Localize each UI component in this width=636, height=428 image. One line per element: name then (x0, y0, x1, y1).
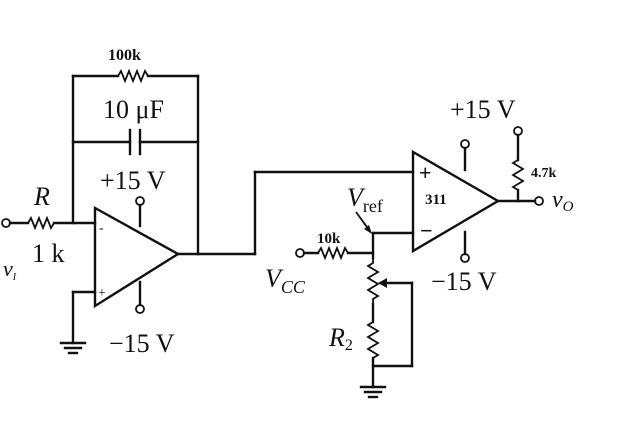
series-resistor-10k (317, 245, 349, 261)
opamp1-pos-supply-terminal (135, 196, 145, 206)
comparator-neg-supply-label: −15 V (431, 267, 497, 296)
resistor-r2 (366, 321, 380, 359)
comparator-name-label: 311 (425, 192, 447, 208)
feedback-capacitor-label: 10 μF (103, 95, 164, 124)
feedback-resistor (117, 68, 149, 84)
input-resistor-name: R (33, 182, 50, 211)
vref-pointer-head (364, 225, 372, 234)
output-terminal (534, 196, 544, 206)
comparator-neg-supply-terminal (460, 253, 470, 263)
opamp1-minus-label: - (99, 221, 104, 236)
pullup-resistor (511, 159, 525, 191)
r2-label: R2 (328, 323, 353, 354)
potentiometer (366, 258, 380, 304)
input-voltage-label: vI (3, 256, 17, 283)
comparator-pos-supply-label: +15 V (450, 95, 516, 124)
opamp1-neg-supply-terminal (135, 304, 145, 314)
comparator-triangle (411, 149, 501, 254)
input-resistor (27, 215, 55, 231)
opamp1-neg-supply-label: −15 V (109, 329, 175, 358)
pot-wiper-arrow (378, 278, 387, 288)
vref-label: Vref (347, 183, 383, 216)
input-resistor-value: 1 k (32, 239, 65, 268)
vcc-label: VCC (265, 264, 306, 297)
series-resistor-label: 10k (317, 231, 341, 247)
pullup-supply-terminal (513, 126, 523, 136)
comparator-pos-supply-terminal (460, 139, 470, 149)
feedback-resistor-label: 100k (108, 47, 141, 64)
pullup-resistor-label: 4.7k (531, 166, 557, 181)
comparator-minus-label: − (420, 218, 433, 243)
opamp1-pos-supply-label: +15 V (100, 166, 166, 195)
opamp1-triangle (93, 205, 181, 309)
comparator-plus-label: + (419, 160, 432, 185)
output-voltage-label: vO (552, 187, 574, 215)
opamp1-plus-label: + (98, 286, 106, 301)
